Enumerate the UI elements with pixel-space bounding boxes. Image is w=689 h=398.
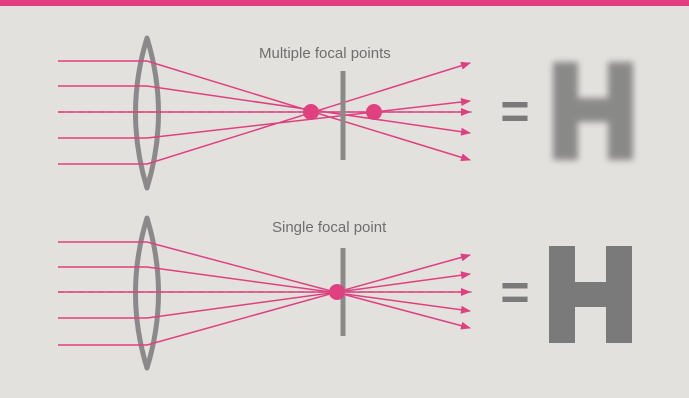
refracted-ray: [146, 253, 471, 346]
refracted-ray: [146, 271, 471, 319]
equals-sign: =: [500, 264, 529, 320]
blurred-h-letter: [553, 62, 633, 160]
convex-lens: [133, 215, 161, 371]
focal-point-dot: [303, 104, 319, 120]
refracted-ray: [146, 266, 471, 314]
focal-point-dot: [329, 284, 345, 300]
convex-lens: [133, 35, 161, 191]
sharp-h-letter: [549, 246, 632, 343]
panel-label: Single focal point: [272, 219, 387, 236]
refracted-ray: [146, 241, 471, 330]
multiple-focal-points-panel: Multiple focal points =: [58, 35, 633, 191]
equals-sign: =: [500, 83, 529, 139]
single-focal-point-panel: Single focal point =: [58, 215, 632, 371]
focal-point-dot: [366, 104, 382, 120]
light-rays: [58, 241, 471, 346]
panel-label: Multiple focal points: [259, 45, 391, 62]
top-accent-bar: [0, 0, 689, 6]
